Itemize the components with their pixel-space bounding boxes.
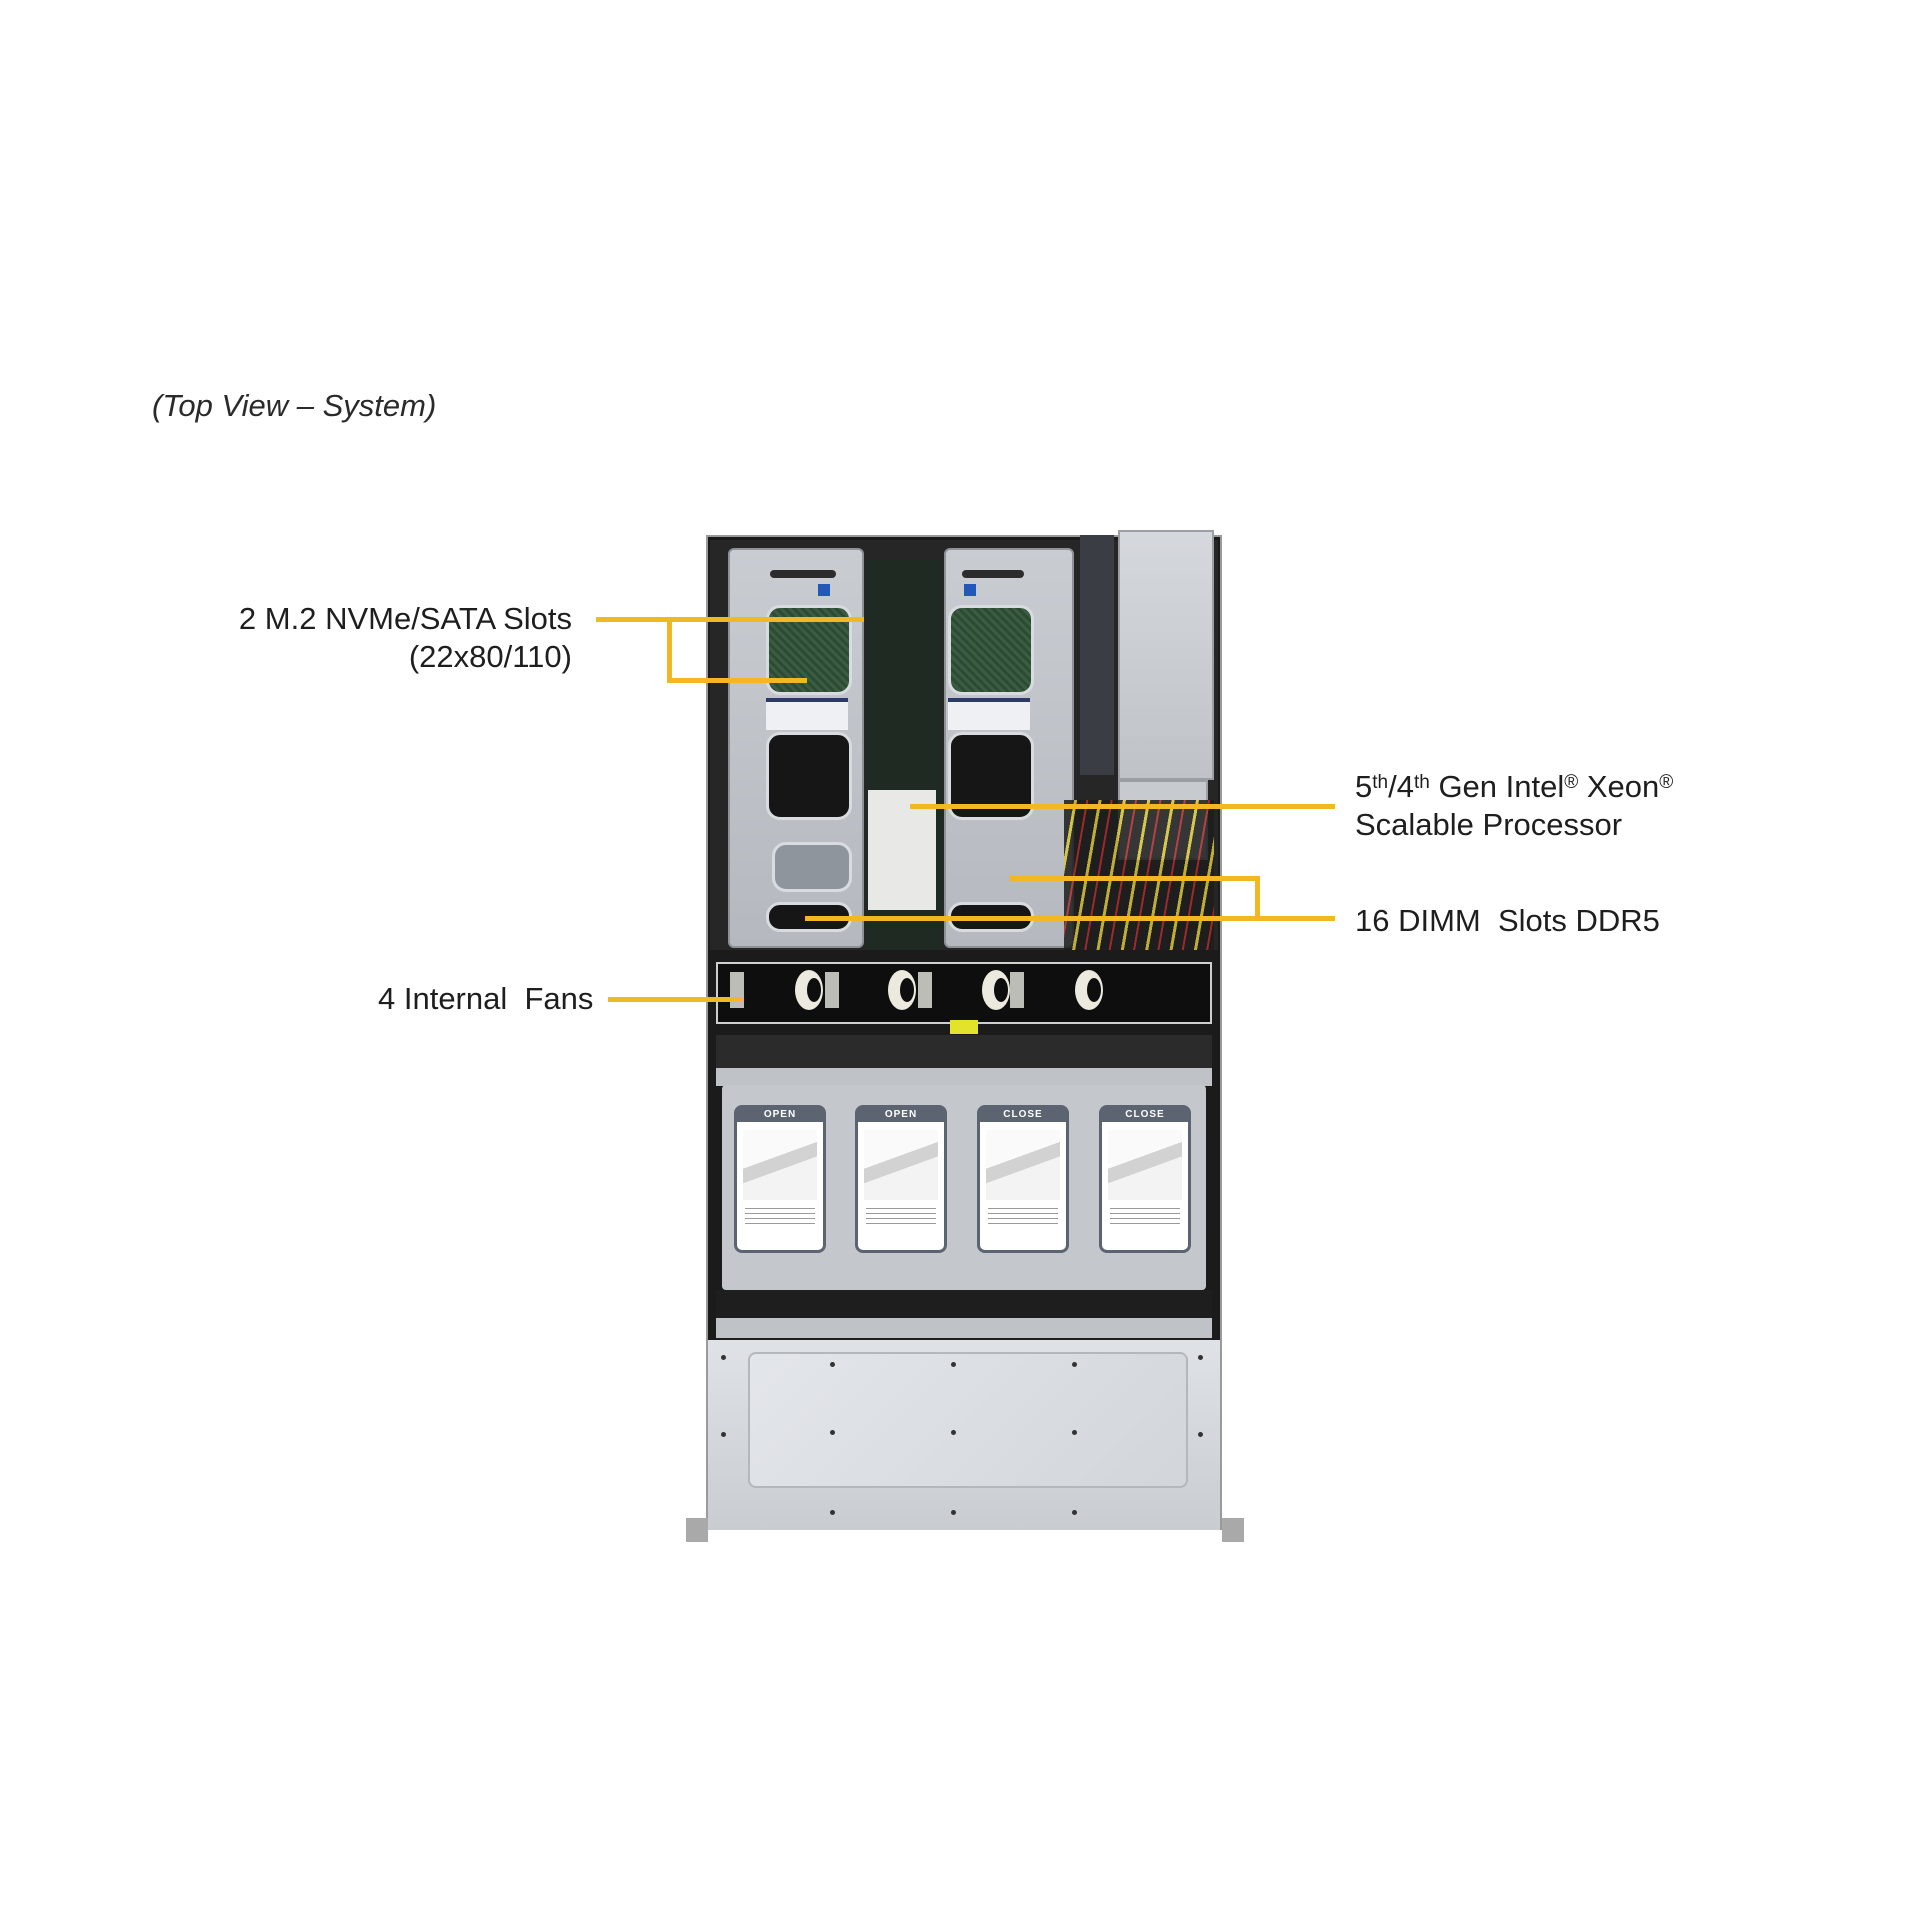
- view-title: (Top View – System): [152, 388, 437, 423]
- drive-instruction-card-1: OPEN: [734, 1105, 826, 1253]
- cpu-heatsink-label: [868, 790, 936, 910]
- shroud-handle-right: [962, 570, 1024, 578]
- screw: [1072, 1362, 1077, 1367]
- cpu-label-line2: Scalable Processor: [1355, 807, 1623, 842]
- drive-card-header: OPEN: [858, 1108, 944, 1122]
- cpu-reg2: ®: [1659, 772, 1674, 793]
- shroud-sticker-right: [948, 698, 1030, 730]
- drive-illustration: [986, 1130, 1060, 1200]
- drive-instruction-text: [1110, 1208, 1180, 1224]
- drive-instruction-card-4: CLOSE: [1099, 1105, 1191, 1253]
- power-supply-bay: [1118, 530, 1214, 780]
- pcie-riser: [1080, 535, 1114, 775]
- cpu-sup-b: th: [1413, 772, 1430, 793]
- callout-line-cpu: [910, 804, 1335, 809]
- callout-line-m2-top: [596, 617, 864, 622]
- cpu-text1: Gen Intel: [1429, 769, 1565, 804]
- callout-bracket-m2: [667, 617, 672, 683]
- screw: [830, 1362, 835, 1367]
- fan-latch: [1010, 972, 1024, 1008]
- screw: [830, 1510, 835, 1515]
- drive-card-header: CLOSE: [1102, 1108, 1188, 1122]
- cpu-text2: Xeon: [1578, 769, 1660, 804]
- shroud-handle-left: [770, 570, 836, 578]
- power-cables: [1064, 800, 1214, 950]
- fan-icon-1: [795, 970, 823, 1010]
- fan-icon-3: [982, 970, 1010, 1010]
- cpu-sup-a: th: [1372, 772, 1389, 793]
- drive-instruction-card-3: CLOSE: [977, 1105, 1069, 1253]
- m2-label-line1: 2 M.2 NVMe/SATA Slots: [238, 601, 572, 636]
- cpu-gen-a: 5: [1355, 769, 1373, 804]
- shroud-sticker-left: [766, 698, 848, 730]
- cpu-reg1: ®: [1564, 772, 1579, 793]
- blue-tab-left: [818, 584, 830, 596]
- drive-instruction-text: [988, 1208, 1058, 1224]
- callout-line-fans: [608, 997, 743, 1002]
- shroud-plate-left: [772, 842, 852, 892]
- screw: [1198, 1432, 1203, 1437]
- drive-cage-bottom-rail: [716, 1318, 1212, 1338]
- screw: [951, 1510, 956, 1515]
- screw: [1198, 1355, 1203, 1360]
- dimm-window-left: [766, 732, 852, 820]
- drive-illustration: [864, 1130, 938, 1200]
- screw: [951, 1362, 956, 1367]
- callout-label-dimm: 16 DIMM Slots DDR5: [1355, 903, 1660, 938]
- drive-card-header: OPEN: [737, 1108, 823, 1122]
- cpu-gen-b: /4: [1388, 769, 1414, 804]
- fan-bar: [716, 962, 1212, 1024]
- drive-illustration: [743, 1130, 817, 1200]
- screw: [1072, 1510, 1077, 1515]
- callout-line-m2-bottom: [667, 678, 807, 683]
- callout-line-dimm-top: [1010, 876, 1258, 881]
- fan-warning-sticker: [950, 1020, 978, 1034]
- drive-instruction-text: [745, 1208, 815, 1224]
- rack-ear-right: [1222, 1518, 1244, 1542]
- callout-label-cpu: 5th/4th Gen Intel® Xeon® Scalable Proces…: [1355, 768, 1673, 844]
- m2-slot-window-right: [948, 605, 1034, 695]
- fan-icon-2: [888, 970, 916, 1010]
- screw: [830, 1430, 835, 1435]
- drive-card-header: CLOSE: [980, 1108, 1066, 1122]
- callout-label-m2: 2 M.2 NVMe/SATA Slots (22x80/110): [239, 600, 572, 676]
- drive-illustration: [1108, 1130, 1182, 1200]
- callout-line-dimm-bottom: [805, 916, 1335, 921]
- screw: [1072, 1430, 1077, 1435]
- screw: [721, 1355, 726, 1360]
- screw: [721, 1432, 726, 1437]
- rack-ear-left: [686, 1518, 708, 1542]
- callout-bracket-dimm: [1255, 876, 1260, 921]
- fan-latch: [825, 972, 839, 1008]
- drive-cage-top-rail: [716, 1068, 1212, 1086]
- front-cover-inset: [748, 1352, 1188, 1488]
- fan-latch: [918, 972, 932, 1008]
- fan-icon-4: [1075, 970, 1103, 1010]
- fan-latch: [730, 972, 744, 1008]
- blue-tab-right: [964, 584, 976, 596]
- cpu-label-line1: 5th/4th Gen Intel® Xeon®: [1355, 768, 1673, 806]
- drive-instruction-card-2: OPEN: [855, 1105, 947, 1253]
- screw: [951, 1430, 956, 1435]
- callout-label-fans: 4 Internal Fans: [378, 981, 594, 1016]
- m2-label-line2: (22x80/110): [408, 639, 572, 674]
- drive-instruction-text: [866, 1208, 936, 1224]
